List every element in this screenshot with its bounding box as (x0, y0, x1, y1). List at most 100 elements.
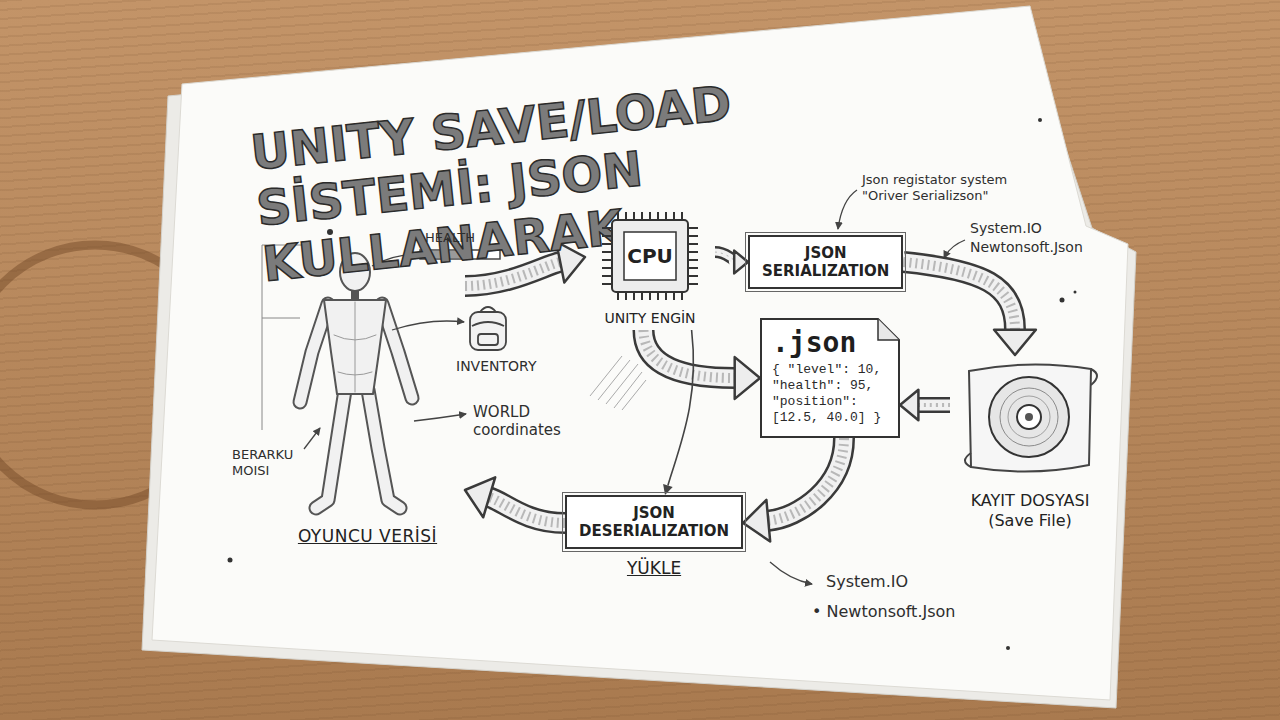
hatch-line (622, 380, 646, 410)
arrow-head (743, 500, 770, 542)
arrow-band-outline (715, 252, 735, 262)
arrow-band-fill (489, 497, 565, 523)
leader-line (414, 414, 466, 421)
annotation-label: WORLD coordinates (473, 403, 573, 439)
ink-dot (228, 558, 233, 563)
leader-line (838, 190, 857, 229)
chip-pin (649, 212, 651, 220)
chip-pin (602, 251, 612, 253)
chip-pin (649, 292, 651, 300)
json-document: .json{ "level": 10, "health": 95, "posit… (760, 318, 900, 438)
annotation-label: Json registator system "Oriver Serializs… (862, 172, 1040, 203)
chip-pin (665, 292, 667, 300)
arrow-head (735, 357, 760, 399)
arrow-band-fill (715, 252, 735, 262)
player-figure (300, 253, 412, 508)
connector-line (668, 330, 694, 485)
arrow-head (900, 390, 918, 420)
scroll-curl (965, 369, 1097, 467)
annotation-label: INVENTORY (456, 358, 536, 375)
ink-dot (1074, 291, 1077, 294)
arrow-band-hatch (644, 330, 735, 378)
napkin (152, 6, 1128, 700)
hatch-line (590, 356, 622, 396)
arrow-band-fill (918, 400, 950, 411)
scroll-paper (969, 364, 1091, 471)
chip-pin (688, 227, 698, 229)
leader-line (304, 428, 320, 449)
chip-label: CPU (627, 244, 673, 268)
chip-pin (688, 243, 698, 245)
ink-dot (1038, 118, 1042, 122)
block-arrow (743, 438, 844, 542)
dimension-line (262, 318, 300, 319)
chip-body: CPU (600, 212, 700, 300)
ink-dot (1060, 298, 1065, 303)
document-shape (761, 319, 899, 437)
annotation-label: Newtonsoft.Json (970, 239, 1083, 256)
process-box: JSON SERIALIZATION (748, 235, 903, 289)
leader-line (944, 240, 965, 258)
backpack-body (470, 312, 506, 350)
chip-pin (625, 212, 627, 220)
cpu-chip: CPU UNITY ENGİN (585, 212, 715, 330)
arrow-band-fill (903, 262, 1015, 330)
arm (382, 304, 412, 398)
chip-pin (625, 292, 627, 300)
leg (368, 390, 400, 508)
backpack-flap (472, 322, 504, 326)
node-caption: UNITY ENGİN (604, 310, 695, 326)
chip-pin (688, 283, 698, 285)
disc-hub (1017, 405, 1041, 429)
torso-contour (334, 302, 376, 392)
document-fold (878, 319, 899, 340)
chip-pin (657, 212, 659, 220)
annotation-label: BERARKU MOISI (232, 447, 304, 478)
chip-pin (617, 292, 619, 300)
arrow-band-hatch (489, 497, 565, 523)
block-arrow (644, 330, 761, 399)
block-arrow (900, 390, 950, 420)
leg (316, 390, 345, 508)
arrow-band-hatch (768, 438, 844, 521)
arrow-band-outline (903, 262, 1015, 330)
document-heading: .json (772, 326, 888, 360)
disc-hole (1025, 413, 1033, 421)
annotation-label: System.IO (970, 220, 1042, 237)
chip-pin (688, 251, 698, 253)
code-text: { "level": 10, "health": 95, "position":… (772, 362, 888, 426)
node-caption: YÜKLE (627, 558, 681, 578)
chip-pin (657, 292, 659, 300)
arrow-band-hatch (918, 403, 950, 407)
ink-dot (1006, 646, 1010, 650)
block-arrow (465, 477, 565, 523)
disc-groove (1008, 396, 1050, 438)
arrow-band-outline (768, 438, 844, 521)
sketch-hatching (590, 356, 646, 410)
arm (300, 304, 328, 402)
arrow-head (734, 251, 748, 274)
arrow-band-outline (644, 330, 735, 378)
chip-pin (602, 243, 612, 245)
backpack-handle (480, 307, 496, 312)
chip-pin (602, 275, 612, 277)
chip-pin (681, 212, 683, 220)
backpack-pocket (478, 334, 498, 345)
backpack-icon (470, 307, 506, 350)
node-caption: KAYIT DOSYASI (Save File) (950, 491, 1110, 531)
box-label: JSON SERIALIZATION (762, 244, 889, 280)
chip-pin (641, 292, 643, 300)
chip-pin (602, 259, 612, 261)
chip-pin (665, 212, 667, 220)
chip-pin (602, 235, 612, 237)
arrow-band-fill (644, 330, 735, 378)
process-node: JSON DESERIALIZATIONYÜKLE (565, 495, 743, 578)
arrow-head (994, 330, 1036, 355)
chip-body (612, 220, 688, 292)
torso (324, 300, 386, 394)
chip-pin (688, 235, 698, 237)
annotation-label: HEALTH (425, 230, 475, 246)
arrow-band-hatch (715, 252, 735, 262)
dimension-line (262, 245, 263, 430)
chip-pin (602, 227, 612, 229)
